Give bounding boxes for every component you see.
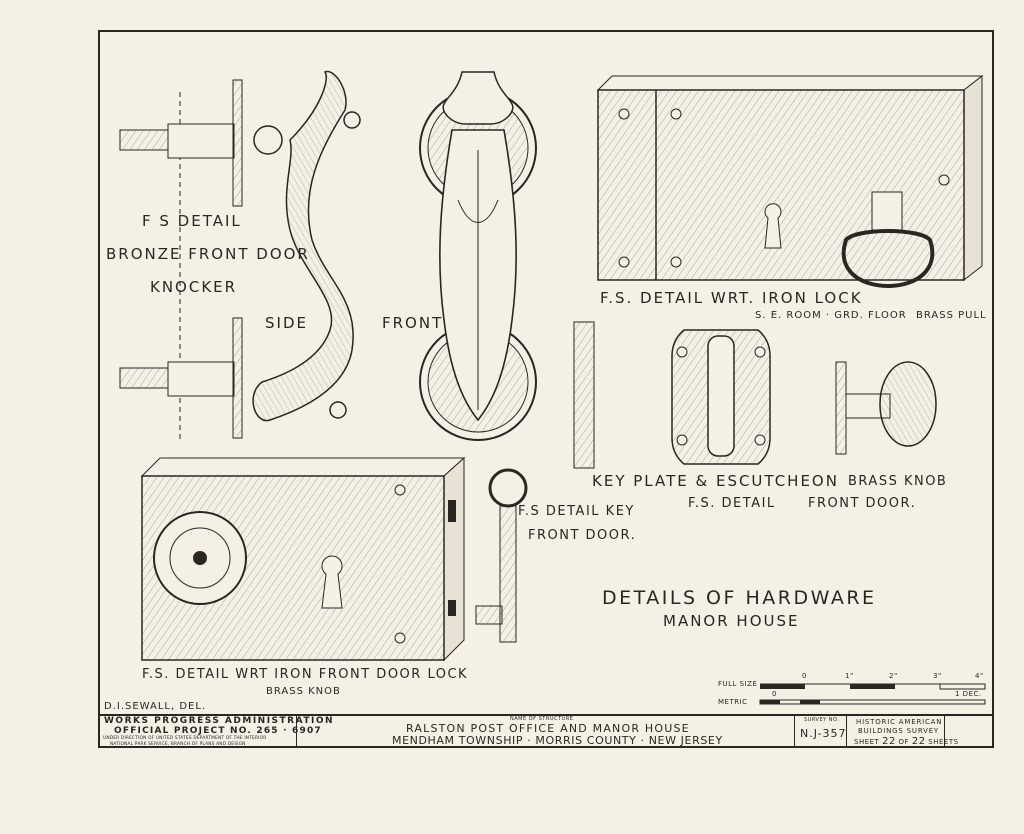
iron-lock-title: F.S. DETAIL WRT. IRON LOCK [600,289,863,307]
brass-knob-drawing [835,361,937,455]
wpa-line1: WORKS PROGRESS ADMINISTRATION [104,716,335,726]
scale-full-size-label: FULL SIZE [718,680,758,688]
title-block-divider-4 [944,714,945,748]
knocker-title-line2: BRONZE FRONT DOOR [106,245,310,263]
knocker-title-line3: KNOCKER [150,278,238,296]
key-drawing [475,468,528,643]
sheet-border [98,30,994,748]
sheet-number-row: SHEET 22 OF 22 SHEETS [854,736,959,747]
knocker-front-drawing [419,71,537,441]
front-lock-subtitle: BRASS KNOB [266,686,341,697]
delineator: D.I.SEWALL, DEL. [104,701,207,712]
brass-knob-subtitle: FRONT DOOR. [808,496,917,511]
knocker-side-drawing [119,70,361,440]
sheet-prefix: SHEET [854,738,880,746]
scale-metric-label: METRIC [718,698,748,706]
keyplate-drawing [573,321,771,469]
title-block-divider-3 [846,714,847,748]
scale-tick-1: 1" [845,672,854,680]
sheet-title-line1: DETAILS OF HARDWARE [602,587,877,609]
front-door-lock-drawing [140,456,466,662]
structure-name: RALSTON POST OFFICE AND MANOR HOUSE [406,722,690,735]
structure-location: MENDHAM TOWNSHIP · MORRIS COUNTY · NEW J… [392,734,723,747]
title-block-divider-1 [296,714,297,748]
sheet-suffix: SHEETS [928,738,959,746]
keyplate-title: KEY PLATE & ESCUTCHEON [592,472,839,490]
sheet-title-line2: MANOR HOUSE [663,612,800,630]
brass-pull-label: BRASS PULL [916,310,987,321]
knocker-title-line1: F S DETAIL [142,212,242,230]
scale-tick-3: 3" [933,672,942,680]
keyplate-subtitle: F.S. DETAIL [688,496,776,511]
scale-metric-tick-1: 1 DEC. [955,690,982,698]
scale-metric-tick-0: 0 [772,690,777,698]
title-block-top-rule [98,714,994,716]
wpa-line3: UNDER DIRECTION OF UNITED STATES DEPARTM… [103,736,267,741]
scale-tick-0: 0 [802,672,807,680]
brass-knob-title: BRASS KNOB [848,474,948,489]
wpa-line2: OFFICIAL PROJECT NO. 265 · 6907 [114,726,322,736]
sheet-of: OF [898,738,910,746]
habs-line1: HISTORIC AMERICAN [856,718,943,726]
survey-caption: SURVEY NO. [804,717,840,723]
habs-line2: BUILDINGS SURVEY [858,727,940,735]
iron-lock-drawing [596,74,984,289]
key-subtitle: FRONT DOOR. [528,528,637,543]
wpa-line4: NATIONAL PARK SERVICE, BRANCH OF PLANS A… [110,742,246,747]
scale-bars [759,683,986,705]
knocker-side-label: SIDE [265,314,308,332]
sheet-total: 22 [911,736,926,747]
sheet-number: 22 [882,736,896,747]
structure-caption: NAME OF STRUCTURE [510,716,574,722]
survey-number: N.J-357 [800,727,847,740]
key-title: F.S DETAIL KEY [518,504,635,519]
iron-lock-location: S. E. ROOM · GRD. FLOOR [755,310,907,321]
knocker-front-label: FRONT [382,314,444,332]
scale-tick-2: 2" [889,672,898,680]
scale-tick-4: 4" [975,672,984,680]
front-lock-title: F.S. DETAIL WRT IRON FRONT DOOR LOCK [142,667,469,682]
title-block-divider-2 [794,714,795,748]
